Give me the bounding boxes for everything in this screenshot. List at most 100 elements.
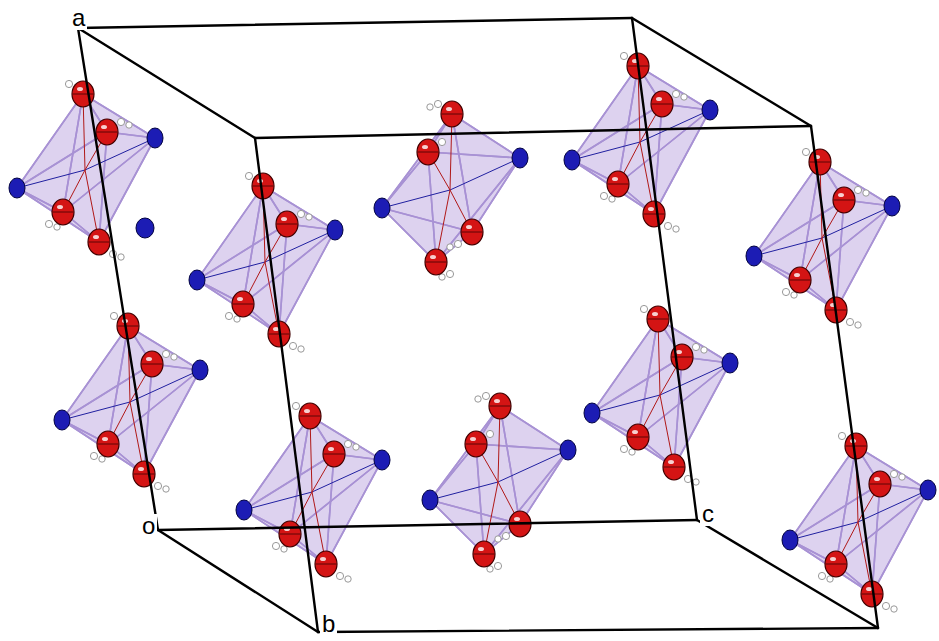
atom-highlight <box>470 437 476 441</box>
bond-line <box>450 190 472 232</box>
ellipsoid-line <box>442 114 462 115</box>
cell-edge <box>158 530 318 632</box>
blue-atom <box>327 220 343 240</box>
octahedron-face <box>572 104 662 214</box>
ellipsoid-line <box>300 416 320 417</box>
hydrogen-atom <box>882 602 889 609</box>
bond-line <box>498 482 520 524</box>
hydrogen-atom <box>701 347 707 353</box>
ellipsoid-line <box>426 262 446 263</box>
oxygen-atom <box>276 211 298 237</box>
atom-highlight <box>446 107 452 111</box>
blue-atom <box>189 270 205 290</box>
hydrogen-atom <box>863 190 869 196</box>
bond-line <box>312 460 382 492</box>
hydrogen-atom <box>782 288 789 295</box>
atom-highlight <box>102 437 108 441</box>
oxygen-atom <box>315 551 337 577</box>
blue-atom <box>9 178 25 198</box>
hydrogen-atom <box>454 240 461 247</box>
atom-highlight <box>632 430 638 434</box>
bond-line <box>62 402 130 420</box>
octahedron-face <box>754 200 844 310</box>
octahedron-face <box>428 114 520 158</box>
oxygen-atom <box>663 454 685 480</box>
blue-atom <box>722 353 738 373</box>
octahedron-face <box>279 224 335 334</box>
oxygen-atom <box>461 219 483 245</box>
hydrogen-atom <box>162 350 169 357</box>
atom-highlight <box>281 217 287 221</box>
hydrogen-atom <box>846 318 853 325</box>
axis-label: o <box>140 514 157 538</box>
cell-edge <box>78 28 158 530</box>
hydrogen-atom <box>664 222 671 229</box>
atom-highlight <box>838 193 844 197</box>
blue-atom <box>512 148 528 168</box>
bond-line <box>130 370 200 402</box>
bond-line <box>790 522 858 540</box>
hydrogen-atom <box>494 562 501 569</box>
atom-highlight <box>138 467 144 471</box>
blue-atom <box>564 150 580 170</box>
blue-atom <box>54 410 70 430</box>
hydrogen-atom <box>126 122 132 128</box>
hydrogen-atom <box>289 342 296 349</box>
blue-atom <box>584 403 600 423</box>
oxygen-atom <box>425 249 447 275</box>
hydrogen-atom <box>447 244 453 250</box>
hydrogen-atom <box>90 452 97 459</box>
atom-highlight <box>328 447 334 451</box>
atom-highlight <box>146 357 152 361</box>
ellipsoid-line <box>53 212 73 213</box>
cell-edge <box>632 18 811 126</box>
hydrogen-atom <box>475 396 481 402</box>
bond-line <box>822 206 892 238</box>
bond-line <box>17 170 85 188</box>
oxygen-atom <box>96 119 118 145</box>
hydrogen-atom <box>336 572 343 579</box>
oxygen-atom <box>833 187 855 213</box>
oxygen-atom <box>417 139 439 165</box>
hydrogen-atom <box>245 172 252 179</box>
ellipsoid-line <box>316 564 336 565</box>
octahedron-face <box>428 152 520 262</box>
octahedron <box>189 172 343 352</box>
hydrogen-atom <box>681 94 687 100</box>
atom-highlight <box>514 517 520 521</box>
cell-edge <box>255 126 811 138</box>
blue-atom <box>236 500 252 520</box>
ellipsoid-line <box>846 446 866 447</box>
octahedron-face <box>872 484 928 594</box>
blue-atom <box>374 198 390 218</box>
bond-line <box>498 450 568 482</box>
oxygen-atom <box>651 91 673 117</box>
hydrogen-atom <box>65 80 72 87</box>
octahedron-face <box>836 200 892 310</box>
hydrogen-atom <box>673 226 679 232</box>
hydrogen-atom <box>482 392 489 399</box>
hydrogen-atom <box>171 354 177 360</box>
cell-edge <box>318 628 878 632</box>
cell-edge <box>811 126 878 628</box>
hydrogen-atom <box>344 440 351 447</box>
oxygen-atom <box>489 393 511 419</box>
hydrogen-atom <box>640 305 647 312</box>
ellipsoid-line <box>324 454 344 455</box>
oxygen-atom <box>323 441 345 467</box>
oxygen-atom <box>627 424 649 450</box>
ellipsoid-line <box>98 444 118 445</box>
octahedron-face <box>476 406 568 450</box>
atom-highlight <box>612 177 618 181</box>
hydrogen-atom <box>345 576 351 582</box>
bond-line <box>592 395 660 413</box>
bond-line <box>640 110 710 142</box>
ellipsoid-line <box>870 484 890 485</box>
hydrogen-atom <box>600 192 607 199</box>
oxygen-atom <box>299 403 321 429</box>
octahedron <box>54 312 208 492</box>
hydrogen-atom <box>272 542 279 549</box>
oxygen-atom <box>52 199 74 225</box>
